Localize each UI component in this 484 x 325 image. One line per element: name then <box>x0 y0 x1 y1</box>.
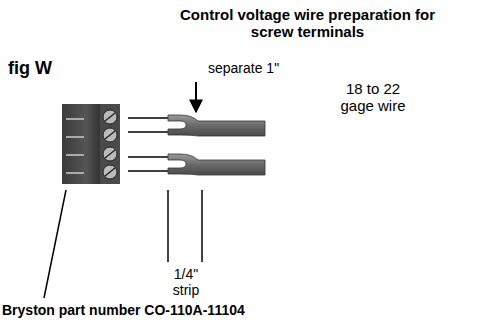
strip-dimension <box>168 190 202 262</box>
screw-terminals <box>103 110 117 179</box>
part-leader <box>44 190 66 298</box>
separate-arrow <box>195 82 197 112</box>
stripped-conductors <box>128 118 168 171</box>
dimension-label: 1/4" strip <box>162 266 210 298</box>
dimension-note: separate 1" <box>208 60 318 76</box>
figure-label: fig W <box>8 58 88 79</box>
wire-gauge-note: 18 to 22 gage wire <box>338 80 408 115</box>
diagram-title: Control voltage wire preparation for scr… <box>170 6 445 41</box>
part-number: Bryston part number CO-110A-11104 <box>2 302 472 318</box>
terminal-block <box>62 104 120 184</box>
insulated-wires <box>168 115 265 175</box>
